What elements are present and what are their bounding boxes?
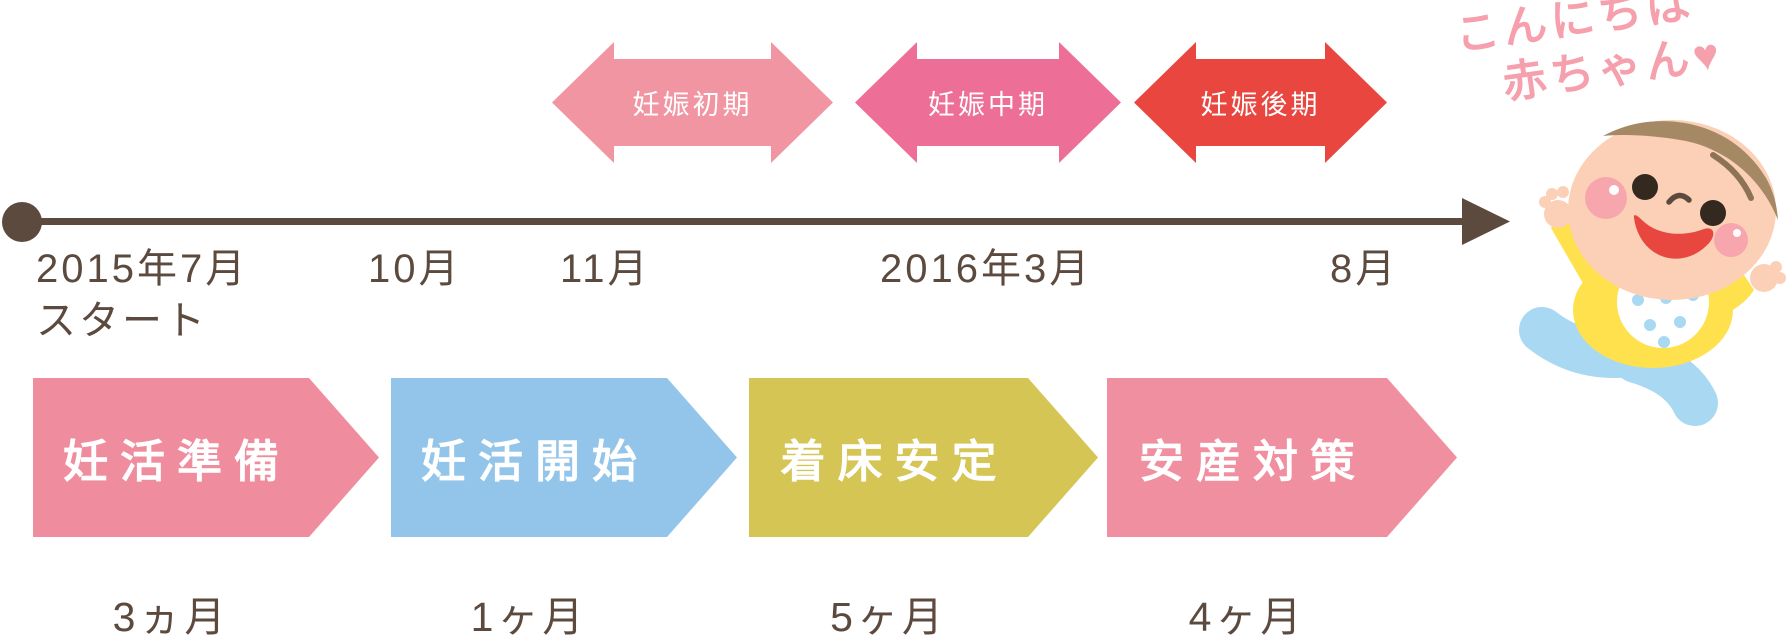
timeline-mark-october: 10月 [368, 247, 462, 291]
stage-start-label: 妊活開始 [420, 436, 649, 487]
stage-chevron-start: 妊活開始 [391, 378, 737, 537]
timeline-mark-march: 2016年3月 [880, 247, 1093, 291]
timeline-mark-august: 8月 [1330, 247, 1399, 291]
timeline-mark-start-date: 2015年7月 [36, 247, 249, 291]
timeline-mark-start-sublabel: スタート [36, 299, 208, 343]
duration-implantation: 5ヶ月 [830, 594, 947, 637]
phase-arrow-late-pregnancy: 妊娠後期 [1134, 42, 1387, 163]
duration-safe-delivery: 4ヶ月 [1188, 594, 1306, 637]
duration-preparation: 3ヵ月 [112, 594, 230, 637]
stage-chevron-safe-delivery: 安産対策 [1107, 378, 1457, 537]
phase-early-label: 妊娠初期 [632, 90, 753, 120]
stage-implantation-label: 着床安定 [780, 436, 1009, 487]
phase-arrow-early-pregnancy: 妊娠初期 [552, 42, 833, 163]
stage-chevron-implantation: 着床安定 [749, 378, 1098, 537]
duration-start: 1ヶ月 [470, 594, 588, 637]
stage-preparation-label: 妊活準備 [62, 436, 291, 487]
phase-mid-label: 妊娠中期 [928, 90, 1048, 120]
stage-safe-delivery-label: 安産対策 [1138, 436, 1367, 487]
timeline-mark-november: 11月 [560, 247, 651, 291]
timeline-line [22, 218, 1470, 225]
phase-arrow-mid-pregnancy: 妊娠中期 [855, 42, 1121, 163]
greeting-text: こんにちは 赤ちゃん♥ [1452, 0, 1727, 117]
phase-late-label: 妊娠後期 [1200, 90, 1321, 120]
timeline-mark-start: 2015年7月 スタート [36, 243, 248, 347]
stage-chevron-preparation: 妊活準備 [33, 378, 379, 537]
baby-illustration [1519, 120, 1786, 426]
